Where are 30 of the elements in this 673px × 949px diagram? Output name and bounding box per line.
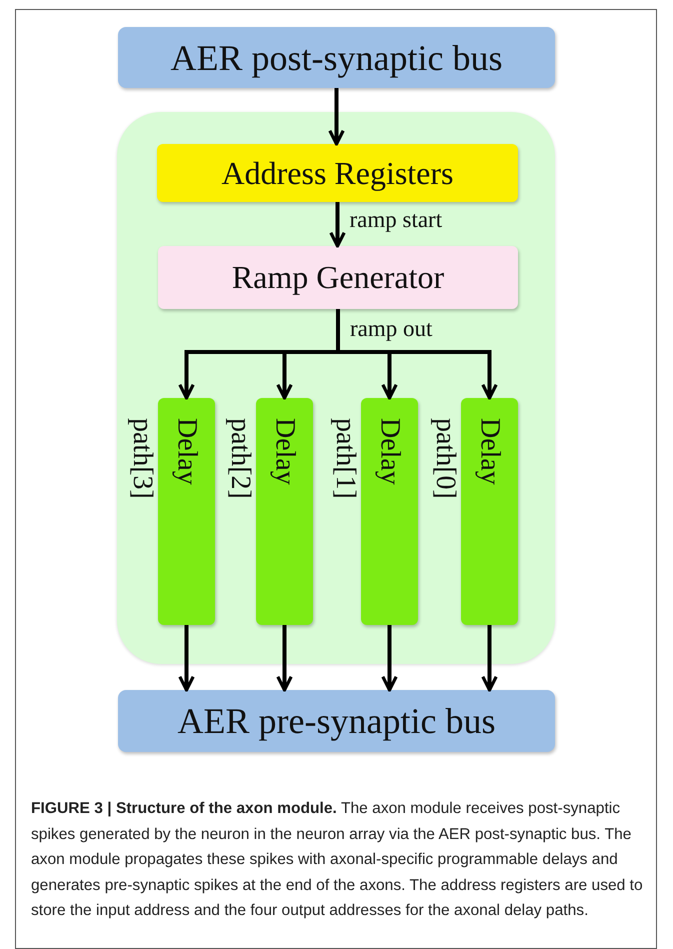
arrow: [481, 625, 498, 692]
box-label: Delay: [172, 418, 200, 485]
path-label: path[0]: [431, 418, 459, 499]
box-label: Ramp Generator: [232, 259, 444, 296]
box-label: Delay: [376, 418, 404, 485]
arrow: [178, 625, 195, 692]
register-box: [157, 144, 518, 202]
path-label: path[1]: [331, 418, 359, 499]
figure-caption: FIGURE 3 | Structure of the axon module. The axon module receives post-synaptic spikes generated by the neuron in the neuron array via the AER post-synaptic bus. The axon module propagates these spikes with axonal-specific programmable delays and generates pre-synaptic spikes at the end of the axons. The address registers are used to store the input address and the four output addresses for the axonal delay paths.: [31, 799, 644, 921]
path-label: path[3]: [128, 418, 156, 499]
box-label: AER post-synaptic bus: [170, 36, 502, 78]
arrow: [328, 88, 345, 146]
bus-box: [118, 27, 555, 88]
box-label: Delay: [476, 418, 504, 485]
box-label: Address Registers: [222, 154, 454, 192]
delay-box: [461, 398, 518, 625]
bus-box: [118, 690, 555, 752]
box-label: Delay: [270, 418, 298, 485]
arrow: [329, 202, 346, 248]
edge-label: ramp start: [350, 208, 442, 231]
path-label: path[2]: [226, 418, 254, 499]
edge-label: ramp out: [350, 317, 432, 340]
delay-box: [361, 398, 418, 625]
delay-box: [158, 398, 215, 625]
box-label: AER pre-synaptic bus: [178, 700, 496, 742]
arrow: [381, 625, 398, 692]
module-panel: [117, 112, 555, 664]
arrow: [276, 625, 293, 692]
delay-box: [256, 398, 313, 625]
generator-box: [158, 246, 518, 309]
